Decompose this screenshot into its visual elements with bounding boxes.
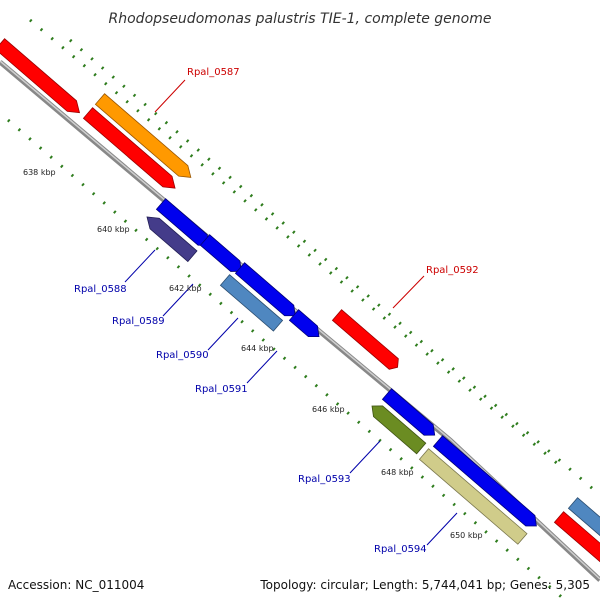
gene-bar-blue-4 — [288, 309, 320, 338]
mid-tick-line — [69, 38, 600, 497]
gene-label-rpal-0588[interactable]: Rpal_0588 — [74, 284, 127, 295]
tick-label: 650 kbp — [450, 531, 483, 540]
gene-label-rpal-0591[interactable]: Rpal_0591 — [195, 384, 248, 395]
leader-line — [392, 275, 425, 309]
gene-bars — [0, 38, 600, 563]
gene-label-rpal-0590[interactable]: Rpal_0590 — [156, 350, 209, 361]
leader-line — [426, 512, 458, 546]
gene-label-rpal-0594[interactable]: Rpal_0594 — [374, 544, 427, 555]
map-title: Rhodopseudomonas palustris TIE-1, comple… — [109, 11, 492, 27]
gene-bar-blue-3 — [234, 262, 296, 317]
label-leader-lines — [124, 79, 458, 546]
genome-summary-text: Topology: circular; Length: 5,744,041 bp… — [260, 578, 590, 592]
gene-labels: Rpal_0587 Rpal_0588 Rpal_0589 Rpal_0590 … — [74, 67, 479, 555]
gene-bar-blue-5 — [381, 388, 436, 436]
tick-label: 638 kbp — [23, 168, 56, 177]
leader-line — [246, 350, 278, 384]
gene-bar-red-2 — [82, 107, 176, 189]
gene-bar-rpal-0587 — [94, 93, 192, 178]
accession-text: Accession: NC_011004 — [8, 578, 145, 592]
gene-bar-rpal-0593 — [371, 405, 427, 455]
gene-bar-rpal-0592 — [331, 309, 399, 370]
leader-line — [154, 79, 186, 113]
leader-line — [162, 283, 194, 317]
leader-line — [207, 317, 239, 351]
gene-label-rpal-0589[interactable]: Rpal_0589 — [112, 316, 165, 327]
outer-tick-line — [29, 18, 566, 472]
tick-label: 642 kbp — [169, 284, 202, 293]
gene-label-rpal-0593[interactable]: Rpal_0593 — [298, 474, 351, 485]
leader-line — [124, 249, 156, 283]
gene-label-rpal-0592[interactable]: Rpal_0592 — [426, 265, 479, 276]
gene-bar-rpal-0594 — [418, 448, 528, 545]
inner-tick-line — [7, 118, 566, 600]
gene-bar-steel-right — [567, 497, 600, 549]
gene-bar-rpal-0590 — [219, 274, 284, 332]
tick-label: 646 kbp — [312, 405, 345, 414]
tick-label: 648 kbp — [381, 468, 414, 477]
tick-label: 640 kbp — [97, 225, 130, 234]
gene-bar-rpal-0588 — [146, 216, 198, 263]
gene-label-rpal-0587[interactable]: Rpal_0587 — [187, 67, 240, 78]
gene-bar-red-top-left — [0, 38, 81, 114]
gene-bar-blue-6 — [432, 435, 537, 527]
leader-line — [349, 440, 381, 474]
gene-bar-blue-2 — [199, 234, 242, 272]
tick-labels: 638 kbp 640 kbp 642 kbp 644 kbp 646 kbp … — [23, 168, 483, 540]
tick-label: 644 kbp — [241, 344, 274, 353]
